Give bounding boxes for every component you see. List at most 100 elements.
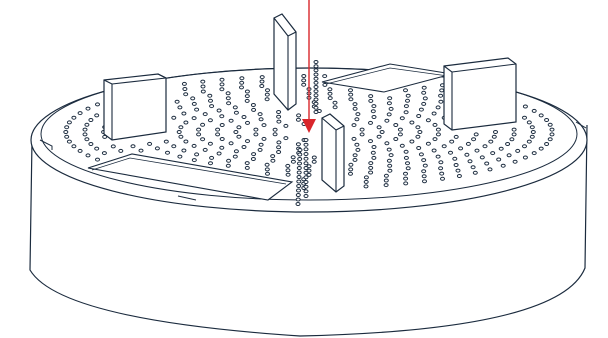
perforation-hole (455, 168, 461, 173)
perforation-hole (313, 76, 319, 81)
perforation-hole (388, 106, 394, 111)
perforation-hole (491, 134, 497, 139)
perforation-hole (191, 101, 197, 106)
perforation-hole (431, 148, 437, 153)
perforation-hole (313, 85, 319, 89)
perforation-hole (370, 150, 376, 155)
perforation-hole (493, 130, 498, 134)
perforation-hole (232, 105, 238, 110)
perforation-hole (295, 197, 301, 202)
perforation-hole (208, 98, 213, 103)
perforation-hole (303, 142, 309, 147)
perforation-hole (261, 136, 267, 141)
perforation-hole (244, 161, 250, 166)
perforation-hole (421, 169, 427, 174)
perforation-hole (303, 170, 309, 175)
perforation-hole (438, 160, 444, 165)
perforation-hole (285, 163, 291, 168)
perforation-hole (371, 145, 377, 149)
perforation-hole (470, 165, 476, 170)
perforation-hole (416, 114, 422, 118)
perforation-hole (182, 87, 188, 91)
perforation-hole (352, 153, 358, 158)
perforation-hole (250, 157, 256, 161)
perforation-hole (452, 156, 458, 161)
perforation-hole (440, 176, 445, 181)
perforation-hole (403, 155, 409, 160)
perforation-hole (363, 175, 369, 180)
perforation-hole (438, 93, 444, 98)
perforation-hole (66, 120, 72, 125)
perforation-hole (522, 144, 527, 149)
perforation-hole (397, 132, 403, 137)
perforation-hole (511, 132, 517, 137)
perforation-hole (88, 118, 94, 122)
perforation-hole (225, 96, 231, 101)
perforation-hole (313, 89, 319, 94)
perforation-hole (303, 166, 309, 170)
perforation-hole (63, 130, 69, 134)
perforation-hole (110, 144, 116, 149)
perforation-hole (431, 111, 437, 116)
perforation-hole (94, 146, 100, 151)
perforation-hole (276, 119, 282, 124)
perforation-hole (245, 139, 250, 144)
perforation-hole (295, 142, 301, 147)
perforation-hole (264, 167, 270, 172)
perforation-hole (464, 152, 470, 157)
perforation-hole (208, 161, 213, 166)
perforation-hole (259, 84, 265, 88)
perforation-hole (327, 91, 333, 96)
perforation-hole (183, 120, 189, 125)
perforation-hole (71, 115, 77, 120)
perforation-hole (405, 161, 410, 166)
perforation-hole (348, 92, 354, 97)
perforation-hole (515, 148, 521, 153)
perforation-hole (258, 142, 264, 147)
perforation-hole (313, 93, 319, 98)
perforation-hole (85, 153, 91, 158)
perforation-hole (233, 149, 239, 154)
perforation-hole (84, 137, 90, 142)
perforation-hole (301, 82, 307, 87)
perforation-hole (376, 134, 382, 139)
perforation-hole (303, 175, 309, 180)
perforation-hole (215, 127, 221, 132)
perforation-hole (102, 134, 108, 139)
perforation-hole (202, 112, 208, 117)
perforation-hole (200, 84, 206, 89)
perforation-hole (383, 173, 389, 178)
perforation-hole (276, 140, 282, 145)
baffle-center-back (273, 13, 297, 111)
perforation-hole (348, 97, 354, 102)
perforation-hole (194, 152, 200, 157)
perforation-hole (397, 127, 403, 132)
perforation-hole (522, 115, 527, 120)
perforation-hole (526, 139, 532, 144)
perforation-hole (368, 94, 374, 99)
perforation-hole (200, 122, 206, 127)
perforation-hole (77, 148, 83, 153)
perforation-hole (453, 163, 459, 167)
perforation-hole (244, 165, 250, 170)
perforation-hole (354, 142, 360, 147)
perforation-hole (303, 152, 309, 156)
perforation-hole (200, 137, 206, 142)
perforation-hole (181, 148, 187, 153)
perforation-hole (530, 130, 536, 134)
perforation-hole (219, 77, 225, 82)
perforation-hole (303, 184, 309, 189)
perforation-hole (207, 118, 213, 123)
perforation-hole (276, 145, 282, 150)
perforation-hole (449, 139, 455, 144)
perforation-hole (458, 146, 464, 151)
perforation-hole (265, 171, 270, 176)
perforation-hole (259, 79, 265, 84)
perforation-hole (301, 78, 307, 83)
perforation-hole (297, 157, 303, 161)
perforation-hole (178, 134, 184, 139)
baffle-right (443, 57, 517, 131)
perforation-hole (177, 105, 183, 110)
perforation-hole (351, 123, 357, 128)
